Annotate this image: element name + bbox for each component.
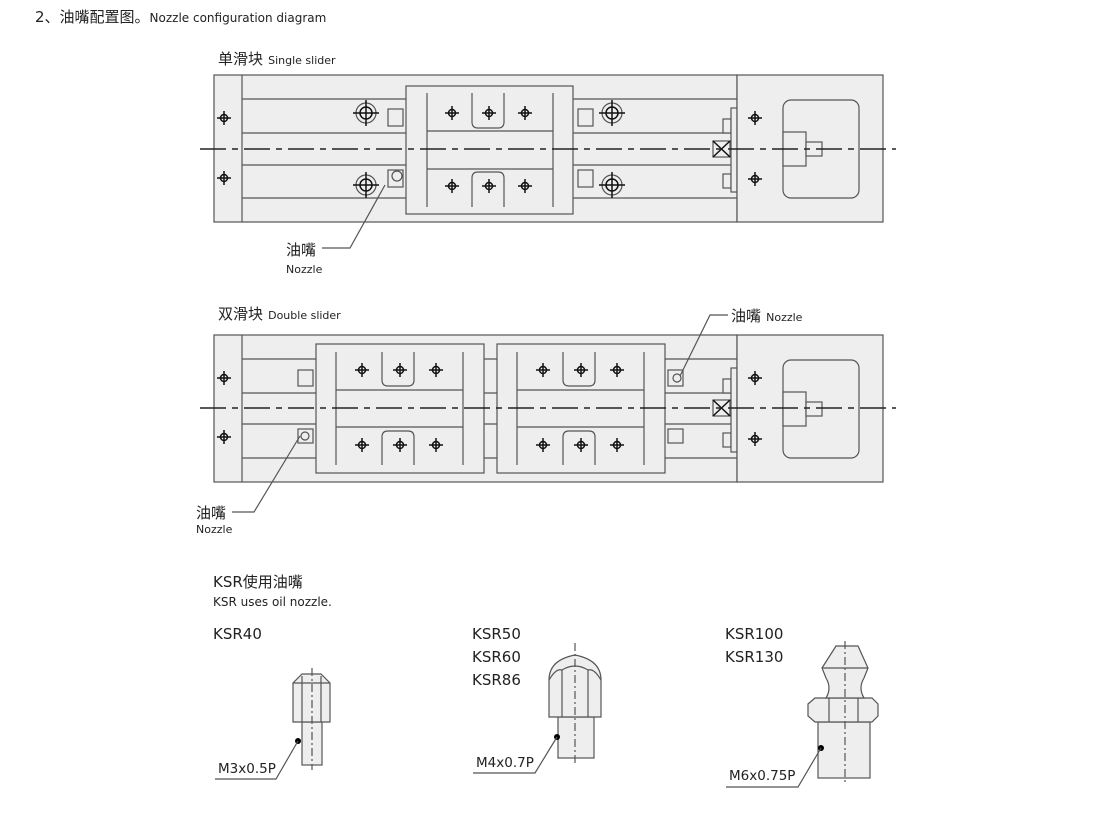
double-slider-heading: 双滑块 Double slider: [218, 303, 341, 324]
nozzle-ksr40-drawing: [215, 668, 331, 780]
thread-spec-m6: M6x0.75P: [729, 768, 796, 784]
page-title: 2、油嘴配置图。Nozzle configuration diagram: [35, 6, 326, 27]
nozzle-ksr100-drawing: [726, 641, 879, 788]
thread-spec-m3: M3x0.5P: [218, 761, 276, 777]
single-zh: 单滑块: [218, 50, 264, 68]
double-en: Double slider: [268, 309, 341, 322]
ksr-heading-zh: KSR使用油嘴: [213, 573, 303, 591]
double-nozzle2-label: 油嘴 Nozzle: [731, 305, 802, 326]
model-label: KSR130: [725, 648, 784, 666]
model-label: KSR60: [472, 648, 521, 666]
title-en: Nozzle configuration diagram: [149, 11, 327, 25]
double-nozzle-label-en: Nozzle: [196, 523, 233, 536]
model-label: KSR86: [472, 671, 521, 689]
model-label: KSR100: [725, 625, 784, 643]
double-nozzle2-zh: 油嘴: [731, 307, 762, 325]
single-en: Single slider: [268, 54, 336, 67]
double-slider-drawing: [200, 314, 896, 513]
double-nozzle-label-zh: 油嘴: [196, 504, 227, 522]
ksr40-models: KSR40: [213, 623, 262, 646]
single-nozzle-label-en: Nozzle: [286, 263, 323, 276]
nozzle-ksr50-drawing: [473, 643, 602, 774]
double-zh: 双滑块: [218, 305, 264, 323]
model-label: KSR50: [472, 625, 521, 643]
ksr-heading-en: KSR uses oil nozzle.: [213, 595, 332, 609]
single-nozzle-label-zh: 油嘴: [286, 241, 317, 259]
single-slider-heading: 单滑块 Single slider: [218, 48, 336, 69]
title-zh: 2、油嘴配置图。: [35, 8, 150, 26]
thread-spec-m4: M4x0.7P: [476, 755, 534, 771]
double-nozzle2-en: Nozzle: [766, 311, 803, 324]
single-slider-drawing: [200, 74, 896, 249]
model-label: KSR40: [213, 625, 262, 643]
